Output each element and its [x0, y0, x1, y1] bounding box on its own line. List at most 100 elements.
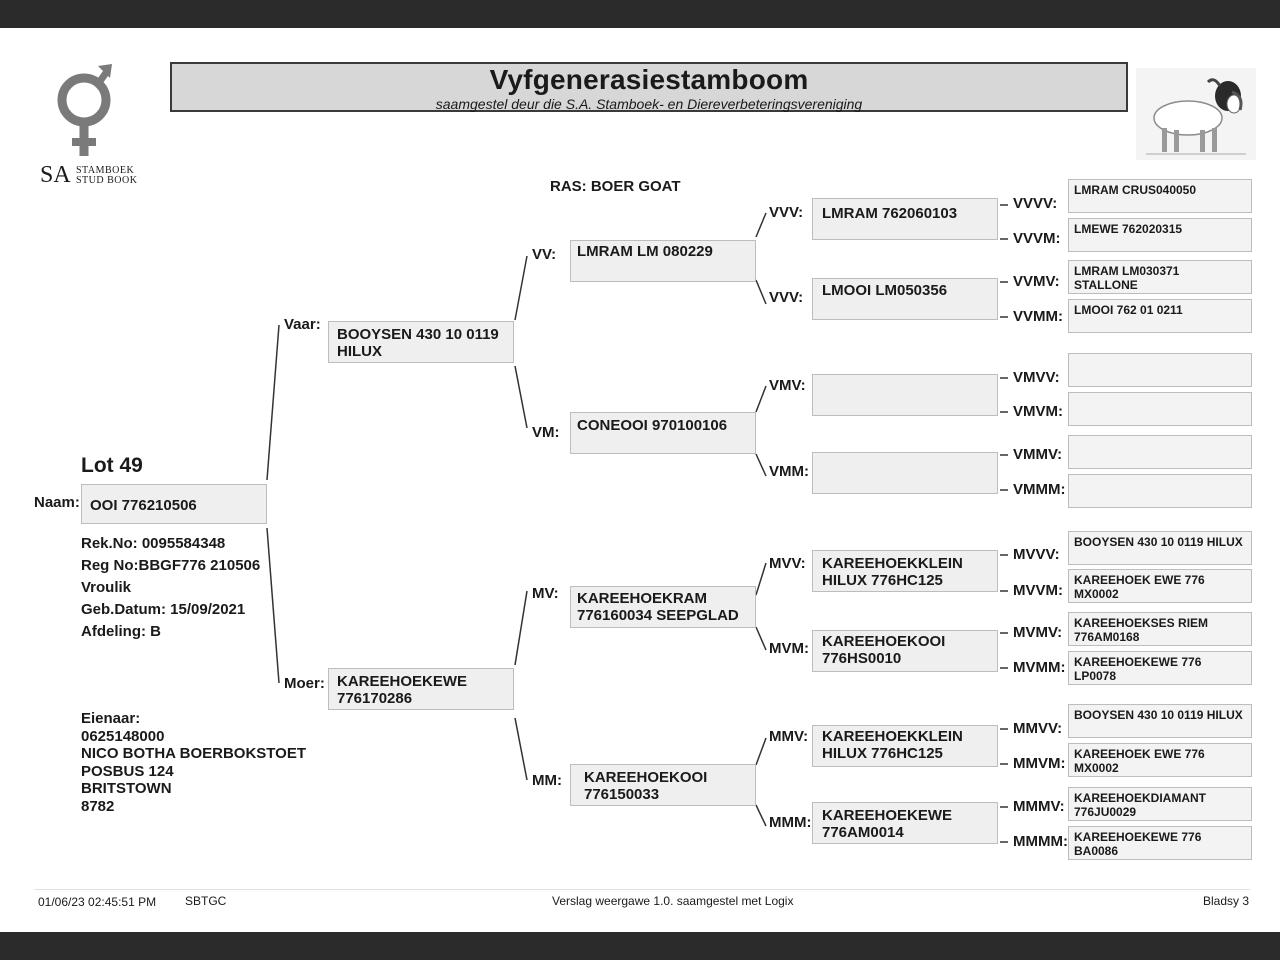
mmv-name: KAREEHOEKKLEIN HILUX 776HC125: [822, 728, 963, 762]
owner-line: 8782: [81, 797, 115, 815]
logo-emblem-icon: [57, 64, 112, 156]
vvm-name: LMOOI LM050356: [822, 282, 948, 299]
vvv-box: LMRAM 762060103: [812, 198, 998, 240]
gen4-name: LMRAM CRUS040050: [1074, 183, 1197, 197]
gen4-label: VVMV:: [1013, 273, 1060, 290]
footer-page-number: Bladsy 3: [1203, 894, 1250, 908]
mv-label: MV:: [532, 585, 559, 602]
gen4-name: LMOOI 762 01 0211: [1074, 303, 1183, 317]
gen4-label: MMVM:: [1013, 755, 1066, 772]
dam-box: KAREEHOEKEWE 776170286: [328, 668, 514, 710]
vv-box: LMRAM LM 080229: [570, 240, 756, 282]
vvv-label: VVV:: [769, 204, 804, 221]
gen4-box: LMOOI 762 01 0211: [1068, 299, 1252, 333]
mvm-box: KAREEHOEKOOI 776HS0010: [812, 630, 998, 672]
gen4-name: BOOYSEN 430 10 0119 HILUX: [1074, 708, 1243, 722]
gen4-box: LMEWE 762020315: [1068, 218, 1252, 252]
mmv-label: MMV:: [769, 728, 809, 745]
detail-line: Geb.Datum: 15/09/2021: [81, 601, 246, 618]
footer-report-version: Verslag weergawe 1.0. saamgestel met Log…: [552, 894, 794, 908]
vvv-name: LMRAM 762060103: [822, 205, 958, 222]
gen4-name: BOOYSEN 430 10 0119 HILUX: [1074, 535, 1243, 549]
name-label: Naam:: [34, 494, 80, 511]
gen4-box: BOOYSEN 430 10 0119 HILUX: [1068, 704, 1252, 738]
gen4-label: VVMM:: [1013, 308, 1063, 325]
detail-line: Vroulik: [81, 579, 132, 596]
gen4-name: KAREEHOEKEWE 776 BA0086: [1074, 830, 1202, 858]
sire-name: BOOYSEN 430 10 0119 HILUX: [337, 326, 499, 360]
title-banner: Vyfgenerasiestamboom saamgestel deur die…: [170, 62, 1128, 112]
vmm-label: VMM:: [769, 463, 809, 480]
gen4-box: BOOYSEN 430 10 0119 HILUX: [1068, 531, 1252, 565]
gen4-box: KAREEHOEKEWE 776 BA0086: [1068, 826, 1252, 860]
gen4-name: KAREEHOEK EWE 776 MX0002: [1074, 573, 1205, 601]
vmm-box: [812, 452, 998, 494]
mvv-label: MVV:: [769, 555, 806, 572]
vvm-box: LMOOI LM050356: [812, 278, 998, 320]
logo-sa-text: SA: [40, 162, 71, 188]
vmv-label: VMV:: [769, 377, 806, 394]
logo-stamboek-text: STAMBOEK STUD BOOK: [76, 165, 138, 186]
gen4-label: MMVV:: [1013, 720, 1063, 737]
gen4-box: [1068, 353, 1252, 387]
gen4-name: LMEWE 762020315: [1074, 222, 1183, 236]
goat-illustration: [1136, 68, 1256, 160]
gen4-box: KAREEHOEKEWE 776 LP0078: [1068, 651, 1252, 685]
sa-studbook-logo: SA STAMBOEK STUD BOOK: [36, 58, 146, 188]
gen4-name: LMRAM LM030371 STALLONE: [1074, 264, 1180, 292]
mvm-label: MVM:: [769, 640, 809, 657]
vaar-label: Vaar:: [284, 316, 321, 333]
breed-label: RAS: BOER GOAT: [550, 178, 681, 195]
lot-number: Lot 49: [81, 454, 143, 477]
gen4-box: [1068, 474, 1252, 508]
vm-label: VM:: [532, 424, 560, 441]
gen4-label: VVVM:: [1013, 230, 1061, 247]
owner-line: NICO BOTHA BOERBOKSTOET: [81, 745, 307, 762]
gen4-box: KAREEHOEK EWE 776 MX0002: [1068, 743, 1252, 777]
mv-box: KAREEHOEKRAM 776160034 SEEPGLAD: [570, 586, 756, 628]
gen4-name: KAREEHOEKSES RIEM 776AM0168: [1074, 616, 1209, 644]
mv-name: KAREEHOEKRAM 776160034 SEEPGLAD: [577, 590, 739, 624]
vm-name: CONEOOI 970100106: [577, 417, 728, 434]
gen4-label: VVVV:: [1013, 195, 1058, 212]
mm-box: KAREEHOEKOOI 776150033: [570, 764, 756, 806]
moer-label: Moer:: [284, 675, 325, 692]
owner-line: Eienaar:: [81, 710, 141, 727]
page-subtitle: saamgestel deur die S.A. Stamboek- en Di…: [435, 96, 863, 112]
gen4-box: [1068, 435, 1252, 469]
detail-line: Afdeling: B: [81, 623, 161, 640]
gen4-label: VMVM:: [1013, 403, 1063, 420]
gen4-label: VMMM:: [1013, 481, 1066, 498]
goat-icon: [1136, 68, 1256, 160]
owner-line: 0625148000: [81, 727, 165, 745]
vvm-label: VVV:: [769, 289, 804, 306]
vmv-box: [812, 374, 998, 416]
gen4-label: MVVM:: [1013, 582, 1063, 599]
owner-line: BRITSTOWN: [81, 780, 172, 797]
dam-name: KAREEHOEKEWE 776170286: [337, 673, 468, 707]
gen4-box: LMRAM CRUS040050: [1068, 179, 1252, 213]
owner-line: POSBUS 124: [81, 762, 174, 780]
footer-code: SBTGC: [185, 894, 227, 908]
page-title: Vyfgenerasiestamboom: [489, 64, 809, 95]
mm-label: MM:: [532, 772, 562, 789]
vv-name: LMRAM LM 080229: [577, 243, 713, 260]
gen4-name: KAREEHOEKDIAMANT 776JU0029: [1074, 791, 1206, 819]
pedigree-connector-lines: [266, 204, 1008, 843]
document-page: SA STAMBOEK STUD BOOK Vyfgenerasiestambo…: [0, 28, 1280, 932]
gen4-box: KAREEHOEKDIAMANT 776JU0029: [1068, 787, 1252, 821]
sire-box: BOOYSEN 430 10 0119 HILUX: [328, 321, 514, 363]
gen4-label: VMMV:: [1013, 446, 1063, 463]
animal-name-box: OOI 776210506: [81, 484, 267, 524]
footer-datetime: 01/06/23 02:45:51 PM: [38, 895, 157, 909]
gen4-label: MVMV:: [1013, 624, 1063, 641]
gen4-name: KAREEHOEK EWE 776 MX0002: [1074, 747, 1205, 775]
mmm-name: KAREEHOEKEWE 776AM0014: [822, 807, 953, 841]
gen4-name: KAREEHOEKEWE 776 LP0078: [1074, 655, 1202, 683]
detail-line: Rek.No: 0095584348: [81, 535, 226, 552]
vv-label: VV:: [532, 246, 557, 263]
gen4-box: KAREEHOEK EWE 776 MX0002: [1068, 569, 1252, 603]
animal-details: Rek.No: 0095584348 Reg No:BBGF776 210506…: [81, 533, 260, 643]
mmv-box: KAREEHOEKKLEIN HILUX 776HC125: [812, 725, 998, 767]
gen4-box: LMRAM LM030371 STALLONE: [1068, 260, 1252, 294]
